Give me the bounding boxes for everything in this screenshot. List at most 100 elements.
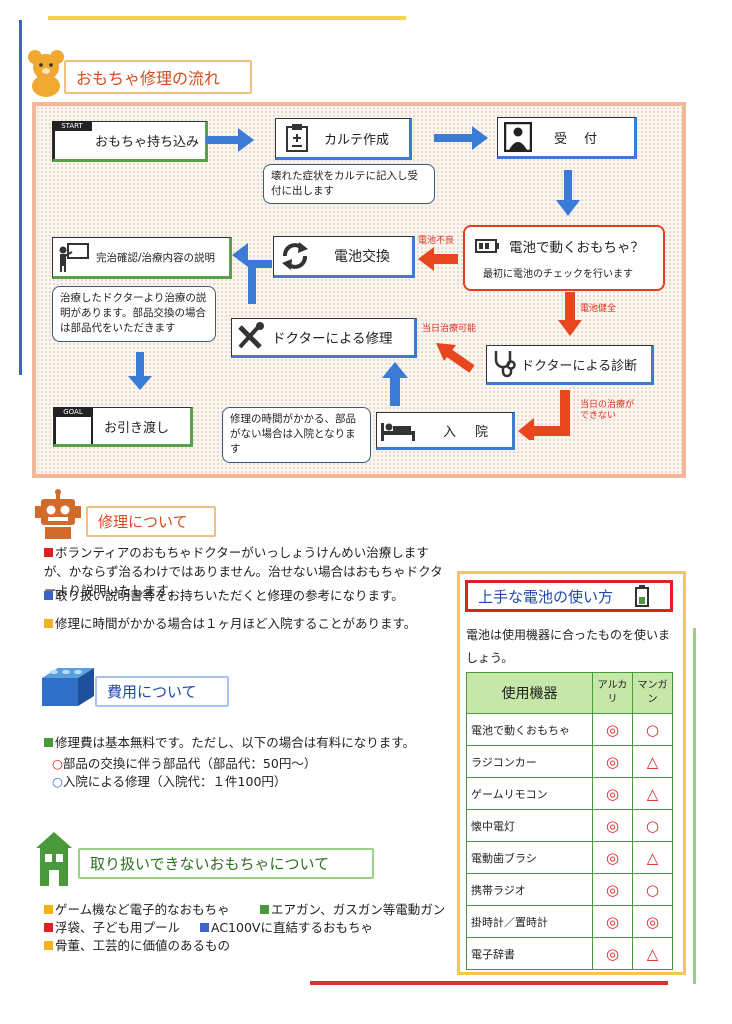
row-device: 携帯ラジオ [466, 873, 593, 906]
hospital-bed-icon [381, 423, 415, 441]
row-device: 電動歯ブラシ [466, 841, 593, 874]
step-diagnosis: ドクターによる診断 [486, 345, 654, 385]
handover-label: お引き渡し [104, 420, 170, 436]
arrow-sameday-ng [518, 390, 570, 440]
arrow-to-explain [232, 243, 248, 267]
battery-table-header: 使用機器 アルカリ マンガン [466, 672, 673, 714]
arrow-hospital-to-repair [382, 362, 408, 406]
label-sameday-ok: 当日治療可能 [422, 324, 477, 334]
cost-sub2: ○入院による修理（入院代：１件100円） [52, 772, 452, 791]
notaccepted-item-2-text: 浮袋、子ども用プール [55, 920, 181, 935]
row-manganese: ○ [632, 713, 673, 746]
row-alkaline: ◎ [592, 873, 633, 906]
yellow-square-bullet [44, 905, 53, 914]
top-accent-line [48, 16, 406, 20]
explain-label: 完治確認/治療内容の説明 [96, 251, 216, 264]
table-row: ゲームリモコン◎△ [466, 777, 673, 810]
red-circle-bullet: ○ [52, 756, 63, 771]
notaccepted-item-4: 骨董、工芸的に価値のあるもの [44, 936, 230, 955]
arrow-reception-to-battery [556, 170, 580, 216]
cost-main: 修理費は基本無料です。ただし、以下の場合は有料になります。 [44, 733, 464, 752]
goal-tag: GOAL [53, 407, 93, 417]
yellow-square-bullet [44, 941, 53, 950]
cost-sub1: ○部品の交換に伴う部品代（部品代：50円～） [52, 754, 452, 773]
row-alkaline: ◎ [592, 745, 633, 778]
battery-icon [475, 239, 499, 253]
battery-icon [635, 585, 650, 607]
house-icon [36, 832, 72, 886]
row-device: ゲームリモコン [466, 777, 593, 810]
flow-title: おもちゃ修理の流れ [64, 60, 252, 94]
table-row: 電池で動くおもちゃ◎○ [466, 713, 673, 746]
arrow-bring-to-chart [206, 128, 254, 152]
start-tag: START [52, 121, 92, 131]
row-alkaline: ◎ [592, 841, 633, 874]
row-device: 電子辞書 [466, 937, 593, 970]
yellow-square-bullet [44, 619, 53, 628]
row-device: ラジコンカー [466, 745, 593, 778]
bottom-accent-line [310, 981, 668, 985]
blue-square-bullet [44, 591, 53, 600]
arrow-chart-to-reception [434, 126, 488, 150]
left-accent-line [19, 20, 22, 375]
notaccepted-item-1: エアガン、ガスガン等電動ガン [260, 900, 445, 919]
table-row: 電動歯ブラシ◎△ [466, 841, 673, 874]
arrow-battery-bad [418, 247, 458, 271]
red-square-bullet [44, 923, 53, 932]
blue-square-bullet [200, 923, 209, 932]
repair-label: ドクターによる修理 [272, 331, 393, 347]
repair-item-0-text: ボランティアのおもちゃドクターがいっしょうけんめい治療しますが、かならず治るわけ… [44, 545, 443, 598]
row-alkaline: ◎ [592, 937, 633, 970]
step-hospital: 入 院 [376, 412, 515, 450]
arrow-battery-ok [558, 292, 582, 336]
right-accent-line [693, 628, 696, 984]
label-battery-bad: 電池不良 [418, 236, 455, 246]
blue-circle-bullet: ○ [52, 774, 63, 789]
block-toy-icon [42, 668, 94, 706]
battery-swap-label: 電池交換 [334, 249, 390, 265]
table-row: 携帯ラジオ◎○ [466, 873, 673, 906]
notaccepted-title: 取り扱いできないおもちゃについて [78, 848, 374, 879]
battery-title-box: 上手な電池の使い方 [465, 580, 673, 612]
hospital-label: 入 院 [443, 424, 492, 440]
step-chart-label: カルテ作成 [324, 132, 390, 148]
stethoscope-icon [494, 351, 516, 378]
green-square-bullet [44, 738, 53, 747]
arrow-explain-to-handover [128, 352, 152, 390]
label-battery-ok: 電池健全 [580, 304, 617, 314]
repair-item-2-text: 修理に時間がかかる場合は１ヶ月ほど入院することがあります。 [55, 616, 417, 631]
row-device: 掛時計／置時計 [466, 905, 593, 938]
battery-table: 使用機器 アルカリ マンガン 電池で動くおもちゃ◎○ ラジコンカー◎△ ゲームリ… [466, 672, 673, 970]
notaccepted-item-0: ゲーム機など電子的なおもちゃ [44, 900, 230, 919]
row-manganese: △ [632, 841, 673, 874]
step-bring: START おもちゃ持ち込み [52, 121, 208, 162]
explain-note: 治療したドクターより治療の説明があります。部品交換の場合は部品代をいただきます [52, 286, 216, 342]
chart-note: 壊れた症状をカルテに記入し受付に出します [263, 164, 435, 204]
step-battery-toy: 電池で動くおもちゃ？ 最初に電池のチェックを行います [463, 225, 665, 291]
row-manganese: △ [632, 745, 673, 778]
row-device: 懐中電灯 [466, 809, 593, 842]
label-sameday-ng: 当日の治療ができない [580, 400, 635, 421]
row-device: 電池で動くおもちゃ [466, 713, 593, 746]
row-manganese: △ [632, 937, 673, 970]
row-manganese: ◎ [632, 905, 673, 938]
header-device: 使用機器 [466, 672, 593, 714]
diagnosis-label: ドクターによる診断 [521, 358, 638, 374]
red-square-bullet [44, 548, 53, 557]
repair-item-1: 取り扱い説明書等をお持ちいただくと修理の参考になります。 [44, 586, 454, 605]
refresh-icon [282, 242, 308, 270]
row-alkaline: ◎ [592, 809, 633, 842]
teddy-bear-icon [28, 50, 64, 97]
step-chart: カルテ作成 [275, 118, 412, 160]
row-manganese: ○ [632, 809, 673, 842]
row-manganese: △ [632, 777, 673, 810]
robot-icon [35, 489, 81, 539]
hospital-note: 修理の時間がかかる、部品がない場合は入院となります [222, 407, 371, 463]
cost-sub2-text: 入院による修理（入院代：１件100円） [62, 774, 287, 789]
battery-toy-label: 電池で動くおもちゃ？ [509, 240, 644, 256]
battery-title: 上手な電池の使い方 [478, 587, 614, 606]
clipboard-icon [286, 124, 308, 152]
repair-item-1-text: 取り扱い説明書等をお持ちいただくと修理の参考になります。 [55, 588, 404, 603]
row-alkaline: ◎ [592, 905, 633, 938]
tools-icon [238, 322, 264, 349]
